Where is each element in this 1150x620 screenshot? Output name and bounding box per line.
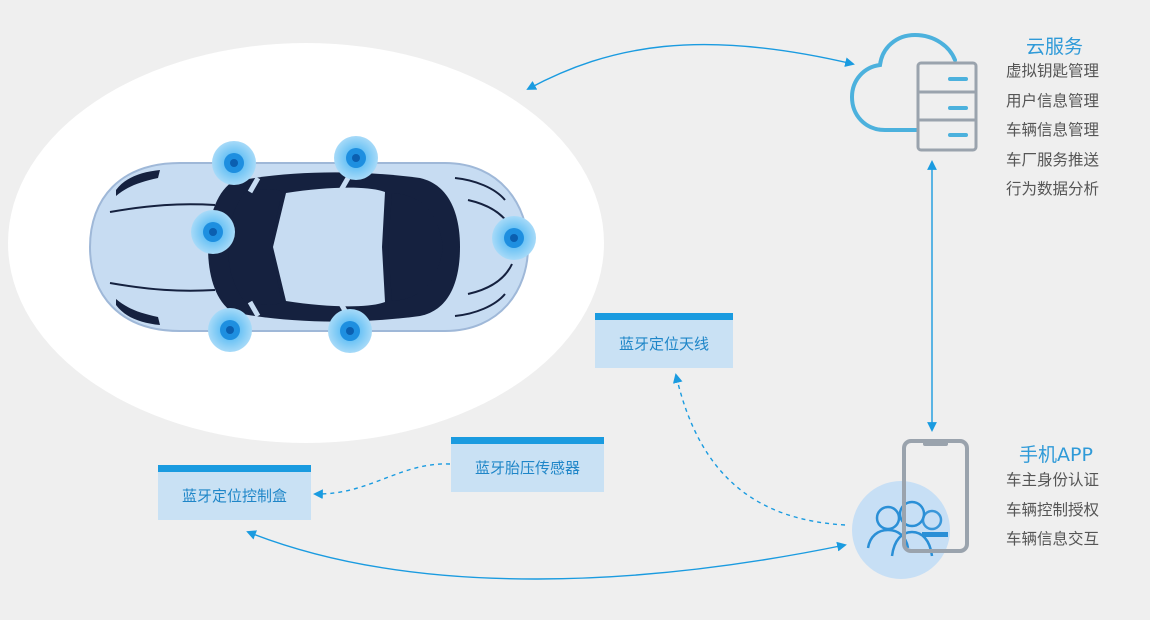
bluetooth-node-icon — [334, 136, 378, 180]
list-item: 车辆控制授权 — [1006, 500, 1100, 519]
list-item: 车辆信息交互 — [1006, 530, 1100, 548]
cloud-title: 云服务 — [1026, 36, 1084, 58]
label-antenna-text: 蓝牙定位天线 — [618, 335, 709, 353]
list-item: 行为数据分析 — [1006, 180, 1100, 198]
label-tire-sensor: 蓝牙胎压传感器 — [451, 437, 604, 492]
label-antenna: 蓝牙定位天线 — [595, 313, 733, 368]
list-item: 车厂服务推送 — [1006, 150, 1100, 169]
car-top-view — [88, 162, 530, 332]
list-item: 车辆信息管理 — [1006, 121, 1100, 139]
users-icon — [852, 481, 950, 579]
bluetooth-node-icon — [208, 308, 252, 352]
link-phone-controlbox — [246, 530, 847, 580]
cloud-feature-list: 虚拟钥匙管理 用户信息管理 车辆信息管理 车厂服务推送 行为数据分析 — [1006, 57, 1099, 205]
bluetooth-node-icon — [492, 216, 536, 260]
list-item: 车主身份认证 — [1006, 471, 1100, 489]
list-item: 虚拟钥匙管理 — [1006, 62, 1100, 80]
link-cloud-car — [526, 43, 855, 90]
label-tire-sensor-text: 蓝牙胎压传感器 — [474, 459, 580, 477]
link-tire-controlbox-dashed — [313, 463, 451, 500]
phone-feature-list: 车主身份认证 车辆控制授权 车辆信息交互 — [1006, 466, 1099, 555]
cloud-server-icon — [849, 32, 978, 152]
label-control-box: 蓝牙定位控制盒 — [158, 465, 311, 520]
link-phone-antenna-dashed — [672, 373, 846, 526]
label-control-box-text: 蓝牙定位控制盒 — [181, 487, 287, 505]
phone-app-title: 手机APP — [1019, 444, 1093, 466]
list-item: 用户信息管理 — [1006, 91, 1100, 110]
smartphone-icon — [902, 439, 969, 553]
bluetooth-node-icon — [191, 210, 235, 254]
bluetooth-node-icon — [328, 309, 372, 353]
bluetooth-node-icon — [212, 141, 256, 185]
